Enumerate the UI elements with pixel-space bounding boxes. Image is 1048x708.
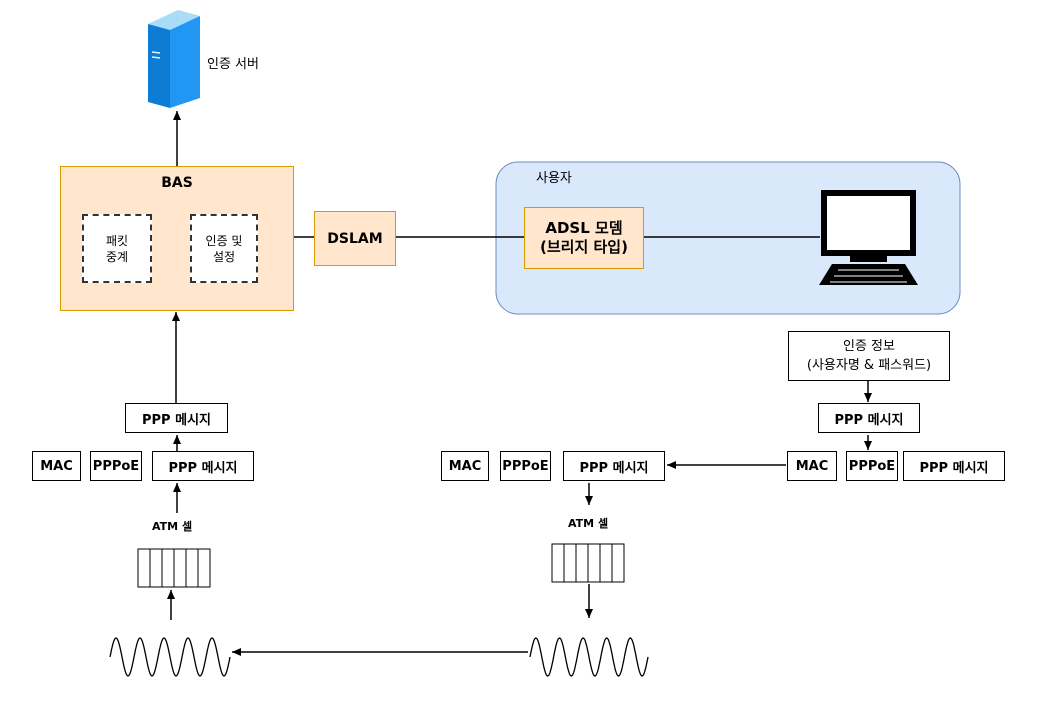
mac-box: MAC [441,451,489,481]
auth-setting-box: 인증 및 설정 [190,214,258,283]
monitor-icon [819,190,918,285]
pppoe-box: PPPoE [90,451,142,481]
packet-relay-box: 패킷 중계 [82,214,152,283]
atm-cells-icon [137,548,211,588]
adsl-modem-box: ADSL 모뎀 (브리지 타입) [524,207,644,269]
ppp-message-box: PPP 메시지 [125,403,228,433]
user-area-title: 사용자 [536,171,572,186]
server-icon [148,10,200,108]
server-label: 인증 서버 [207,57,259,72]
signal-wave-icon [109,637,231,677]
dslam-box: DSLAM [314,211,396,266]
ppp-message-box: PPP 메시지 [818,403,920,433]
signal-wave-icon [529,637,649,677]
ppp-message-box: PPP 메시지 [563,451,665,481]
atm-cells-icon [551,543,625,583]
mac-box: MAC [787,451,837,481]
pppoe-box: PPPoE [500,451,551,481]
atm-cell-label: ATM 셀 [152,520,193,533]
auth-info-box: 인증 정보 (사용자명 & 패스워드) [788,331,950,381]
atm-cell-label: ATM 셀 [568,517,609,530]
pppoe-box: PPPoE [846,451,898,481]
mac-box: MAC [32,451,81,481]
bas-title: BAS [161,175,193,191]
ppp-message-box: PPP 메시지 [152,451,254,481]
ppp-message-box: PPP 메시지 [903,451,1005,481]
